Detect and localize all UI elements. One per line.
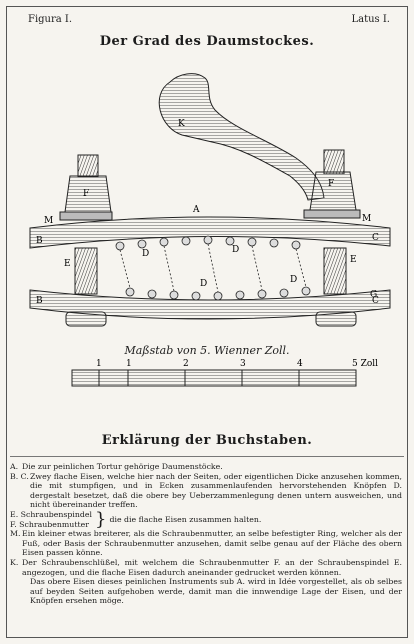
legend-entry-m: M. Ein kleiner etwas breiterer, als die … <box>10 529 402 558</box>
letter-d-3: D <box>200 279 207 289</box>
left-screw <box>59 154 113 327</box>
legend-key: A. <box>10 462 19 471</box>
legend-entry-bc: B. C. Zwey flache Eisen, welche hier nac… <box>10 472 402 510</box>
scale-caption: Maßstab von 5. Wienner Zoll. <box>124 344 290 357</box>
letter-d-1: D <box>142 249 149 259</box>
legend-closing-note: Das obere Eisen dieses peinlichen Instru… <box>30 577 402 606</box>
legend-text: Der Schraubenschlüßel, mit welchem die S… <box>22 557 402 577</box>
scale-tick-1: 1 <box>126 359 132 369</box>
letter-e-left: E <box>64 259 71 269</box>
legend-entry-k: K. Der Schraubenschlüßel, mit welchem di… <box>10 558 402 577</box>
figure-label: Figura I. <box>28 14 73 25</box>
letter-k: K <box>178 119 185 129</box>
legend-divider <box>10 456 404 457</box>
side-label: Latus I. <box>351 14 390 25</box>
legend-key: K. <box>10 557 19 567</box>
thumbscrew-illustration: K A B C B C D D D D E E F F M M G 1 1 2 … <box>29 73 391 387</box>
letter-f-left: F <box>83 189 89 199</box>
letter-c-lower: C <box>372 296 379 306</box>
scale-tick-5: 5 Zoll <box>352 359 378 369</box>
letter-m-left: M <box>44 216 53 226</box>
letter-d-2: D <box>232 245 239 255</box>
legend-text: Zwey flache Eisen, welche hier nach der … <box>30 471 402 510</box>
scale-tick-2: 2 <box>183 359 189 369</box>
legend: A. Die zur peinlichen Tortur gehörige Da… <box>10 462 402 606</box>
brace-glyph: } <box>95 508 107 530</box>
legend-key: M. <box>10 529 21 539</box>
legend-entry-ef: E. Schraubenspindel F. Schraubenmutter }… <box>10 510 402 529</box>
legend-key-f: F. Schraubenmutter <box>10 519 89 529</box>
letter-g: G <box>370 290 377 300</box>
scale-tick-0: 1 <box>96 359 102 369</box>
legend-text: Ein kleiner etwas breiterer, als die Sch… <box>22 529 402 558</box>
upper-iron-bar <box>29 216 391 249</box>
lower-iron-bar <box>29 289 391 320</box>
letter-f-right: F <box>328 179 334 189</box>
scale-bar: 1 1 2 3 4 5 Zoll <box>71 359 378 387</box>
screw-key <box>158 73 325 201</box>
legend-key: B. C. <box>10 471 29 481</box>
legend-key-e: E. Schraubenspindel <box>10 509 93 519</box>
page-title: Der Grad des Daumstockes. <box>99 34 315 49</box>
letter-b-lower: B <box>36 296 43 306</box>
letter-m-right: M <box>362 214 371 224</box>
letter-c-upper: C <box>372 233 379 243</box>
legend-text: die die flache Eisen zusammen halten. <box>109 514 262 524</box>
legend-entry-a: A. Die zur peinlichen Tortur gehörige Da… <box>10 462 402 472</box>
scale-tick-3: 3 <box>240 359 246 369</box>
legend-text: Die zur peinlichen Tortur gehörige Daume… <box>22 462 223 471</box>
letter-a: A <box>192 205 200 215</box>
legend-title: Erklärung der Buchstaben. <box>101 433 313 448</box>
page-border <box>6 6 408 638</box>
letter-b-upper: B <box>36 236 43 246</box>
right-screw <box>303 149 361 327</box>
studs <box>115 235 311 301</box>
letter-d-4: D <box>290 275 297 285</box>
scale-tick-4: 4 <box>297 359 303 369</box>
letter-e-right: E <box>350 255 357 265</box>
